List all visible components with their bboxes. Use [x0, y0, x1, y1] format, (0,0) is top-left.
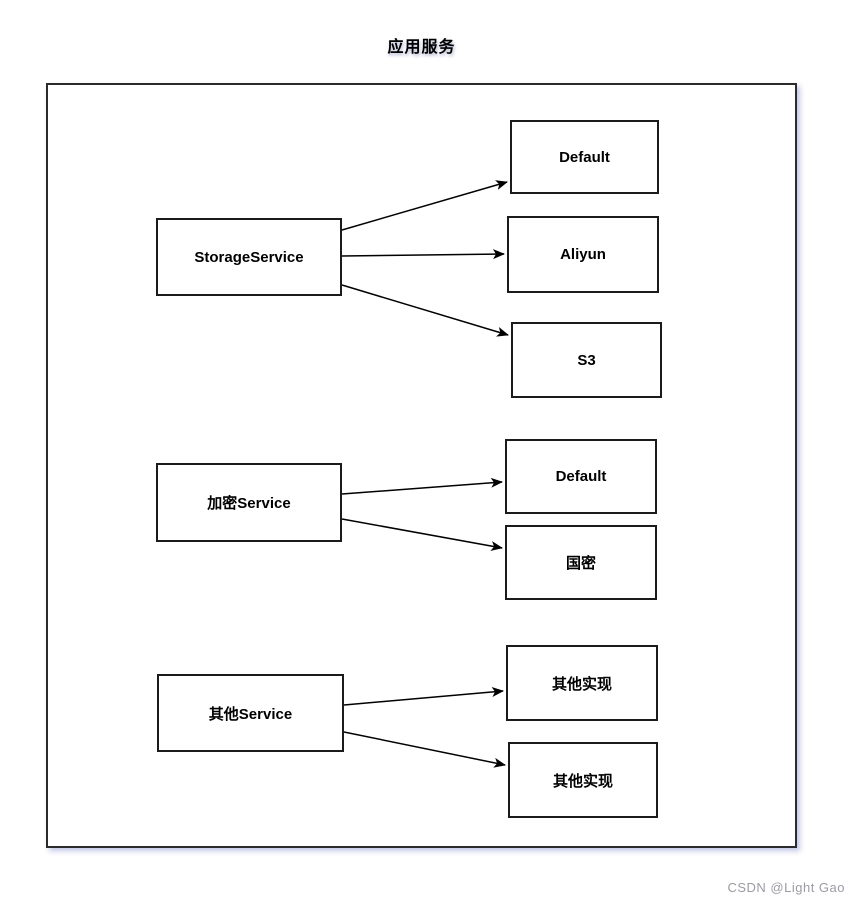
- watermark: CSDN @Light Gao: [727, 880, 845, 895]
- service-box-storage: StorageService: [156, 218, 342, 296]
- impl-box-other-2: 其他实现: [508, 742, 658, 818]
- connector-arrows: [341, 180, 509, 768]
- impl-box-encryption-guomi: 国密: [505, 525, 657, 600]
- service-box-encryption: 加密Service: [156, 463, 342, 542]
- diagram-container: StorageService 加密Service 其他Service Defau…: [46, 83, 797, 848]
- diagram-title: 应用服务: [387, 39, 456, 56]
- impl-box-storage-default: Default: [510, 120, 659, 194]
- service-box-other: 其他Service: [157, 674, 344, 752]
- impl-box-storage-aliyun: Aliyun: [507, 216, 659, 293]
- impl-box-encryption-default: Default: [505, 439, 657, 514]
- impl-box-other-1: 其他实现: [506, 645, 658, 721]
- impl-box-storage-s3: S3: [511, 322, 662, 398]
